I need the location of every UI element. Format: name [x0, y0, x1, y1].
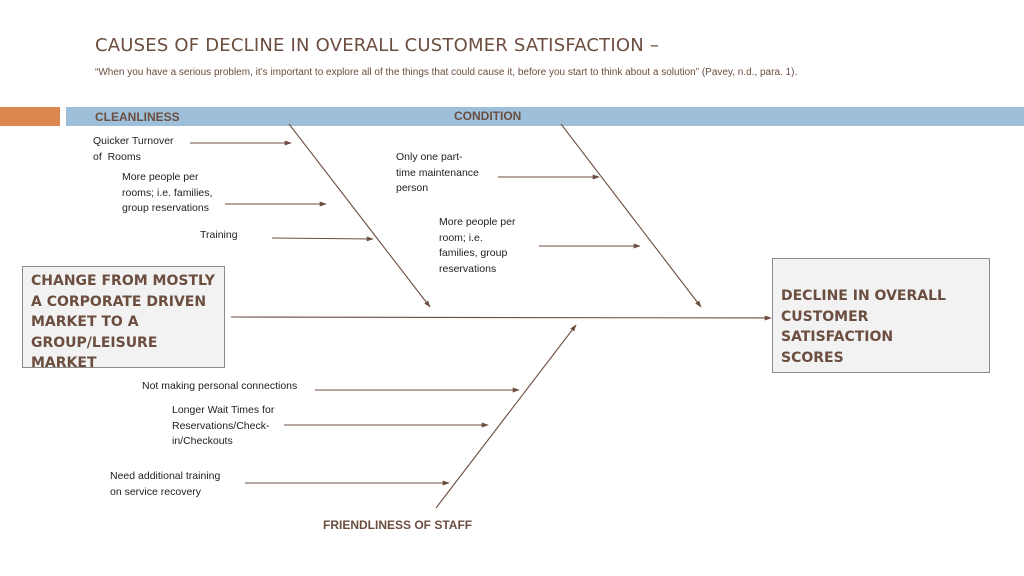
category-friendliness: FRIENDLINESS OF STAFF	[323, 518, 473, 532]
category-cleanliness: CLEANLINESS	[95, 110, 180, 124]
cause-friendliness-2: Longer Wait Times for Reservations/Check…	[172, 404, 275, 447]
cleanliness-bone	[288, 123, 431, 308]
effect-box: DECLINE IN OVERALL CUSTOMER SATISFACTION…	[772, 258, 990, 373]
header-band	[66, 107, 1024, 126]
cause-friendliness-3: Need additional training on service reco…	[110, 470, 221, 498]
slide-title: CAUSES OF DECLINE IN OVERALL CUSTOMER SA…	[95, 35, 660, 56]
accent-bar	[0, 107, 60, 126]
friendliness-bone	[435, 324, 577, 509]
cause-condition-2: More people per room; i.e. families, gro…	[439, 216, 516, 275]
cause-cleanliness-2: More people per rooms; i.e. families, gr…	[122, 171, 213, 214]
cause-condition-1: Only one part- time maintenance person	[396, 151, 479, 194]
cause-box: CHANGE FROM MOSTLY A CORPORATE DRIVEN MA…	[22, 266, 225, 371]
condition-bone	[560, 123, 702, 308]
cause-cleanliness-3: Training	[200, 229, 238, 241]
cause-friendliness-1: Not making personal connections	[142, 380, 298, 392]
cause-arrow-cleanliness-3	[271, 236, 374, 242]
spine-arrow	[230, 315, 772, 321]
category-condition: CONDITION	[454, 109, 522, 123]
slide-quote: “When you have a serious problem, it’s i…	[95, 67, 798, 78]
cause-cleanliness-1: Quicker Turnover of Rooms	[93, 135, 174, 163]
